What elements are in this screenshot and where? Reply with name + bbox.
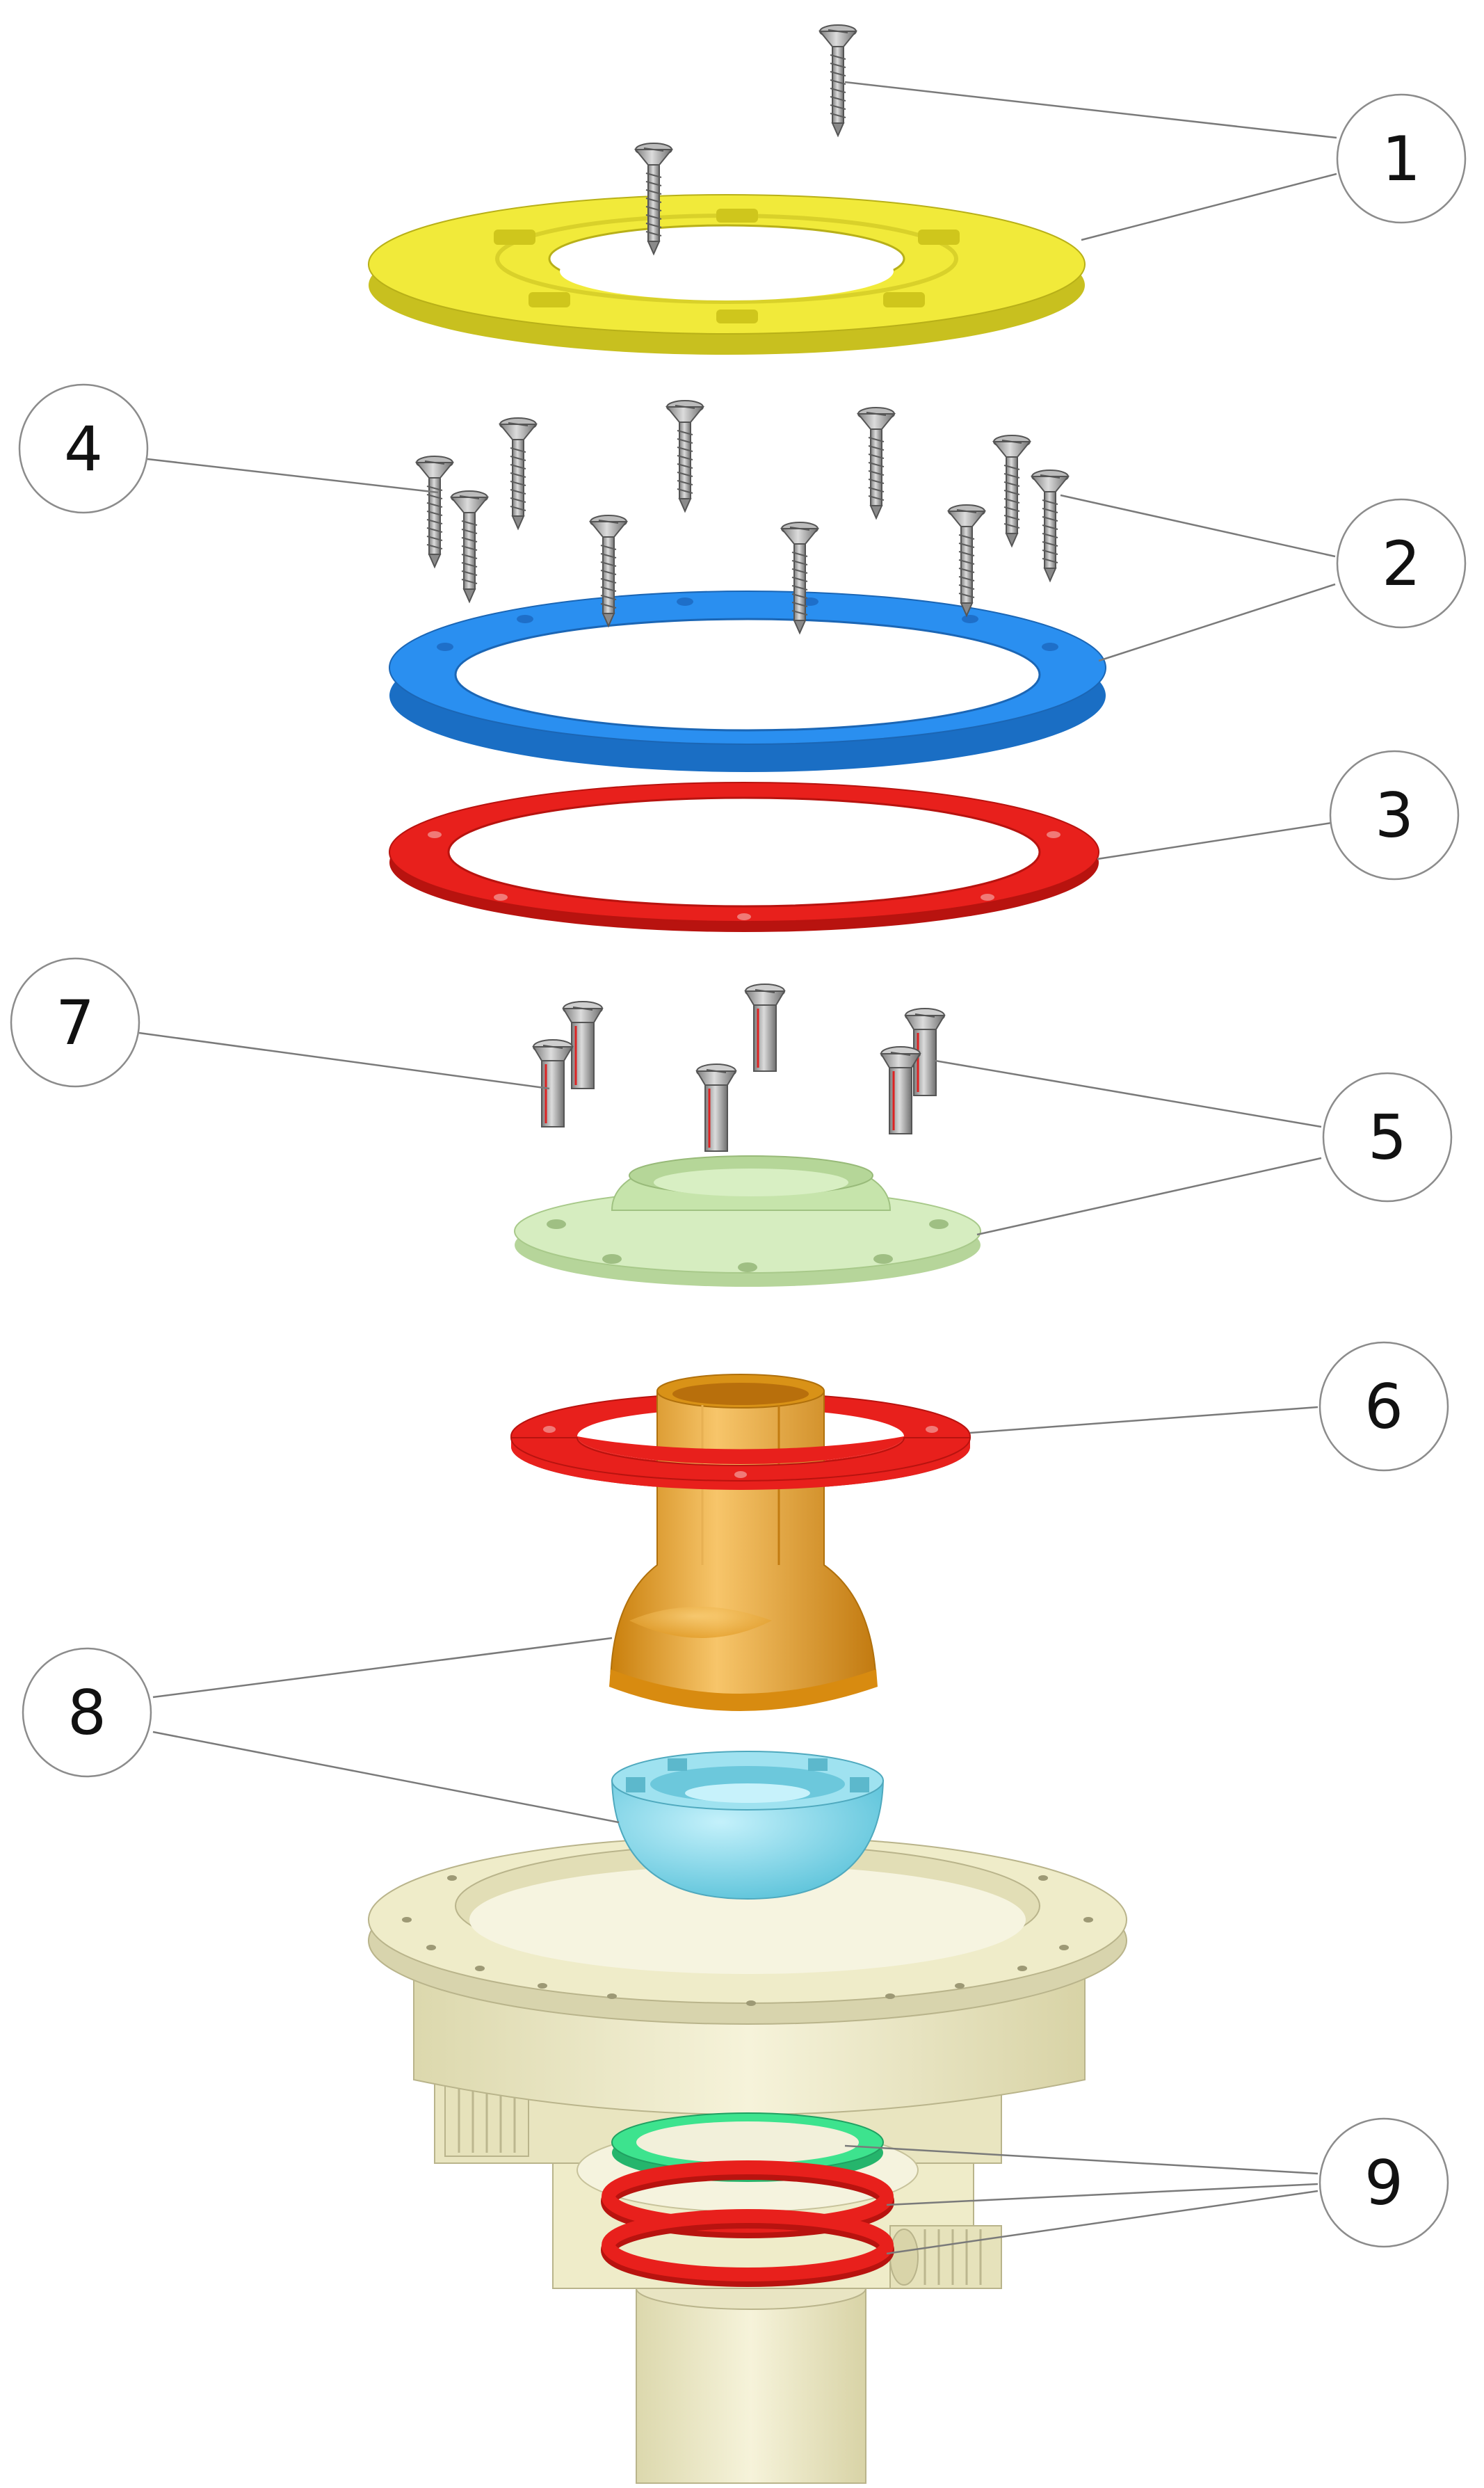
callout-6: 6 xyxy=(1318,1341,1449,1472)
light-green-flange xyxy=(514,1155,981,1287)
bolt-icon xyxy=(744,983,786,1073)
yellow-clamp-ring xyxy=(368,194,1086,355)
callout-9: 9 xyxy=(1318,2117,1449,2248)
cream-housing xyxy=(368,1836,1127,2484)
screw-icon xyxy=(819,24,857,136)
callout-2: 2 xyxy=(1336,498,1467,629)
cyan-ball-seat xyxy=(611,1751,885,1900)
threaded-port-right xyxy=(889,2225,1002,2289)
screw-icon xyxy=(666,400,704,512)
screw-icon xyxy=(993,435,1031,547)
callout-8: 8 xyxy=(22,1647,152,1778)
red-gasket-large xyxy=(389,782,1099,932)
blue-ring xyxy=(389,591,1106,772)
red-gasket-small-front xyxy=(511,1436,970,1490)
callout-label: 5 xyxy=(1368,1102,1407,1173)
bolt-icon xyxy=(532,1038,574,1128)
screw-icon xyxy=(857,407,895,519)
callout-label: 8 xyxy=(67,1677,106,1749)
screw-icon xyxy=(451,490,488,602)
screw-icon xyxy=(1031,469,1069,581)
callout-3: 3 xyxy=(1329,750,1460,881)
callout-5: 5 xyxy=(1322,1072,1453,1203)
callout-label: 3 xyxy=(1375,780,1414,851)
screw-icon xyxy=(499,417,537,529)
red-oring-lower xyxy=(601,2209,894,2287)
callout-label: 7 xyxy=(56,987,95,1059)
callout-4: 4 xyxy=(18,383,149,514)
callout-label: 4 xyxy=(64,413,103,485)
callout-label: 6 xyxy=(1364,1371,1403,1443)
screw-icon xyxy=(416,456,453,568)
bolt-icon xyxy=(695,1063,737,1153)
leader-lines xyxy=(138,81,1337,2255)
callout-label: 9 xyxy=(1364,2147,1403,2219)
screw-icon xyxy=(948,504,985,616)
callout-1: 1 xyxy=(1336,93,1467,224)
callout-7: 7 xyxy=(10,957,140,1088)
callout-label: 2 xyxy=(1382,528,1421,600)
callout-label: 1 xyxy=(1382,123,1421,195)
